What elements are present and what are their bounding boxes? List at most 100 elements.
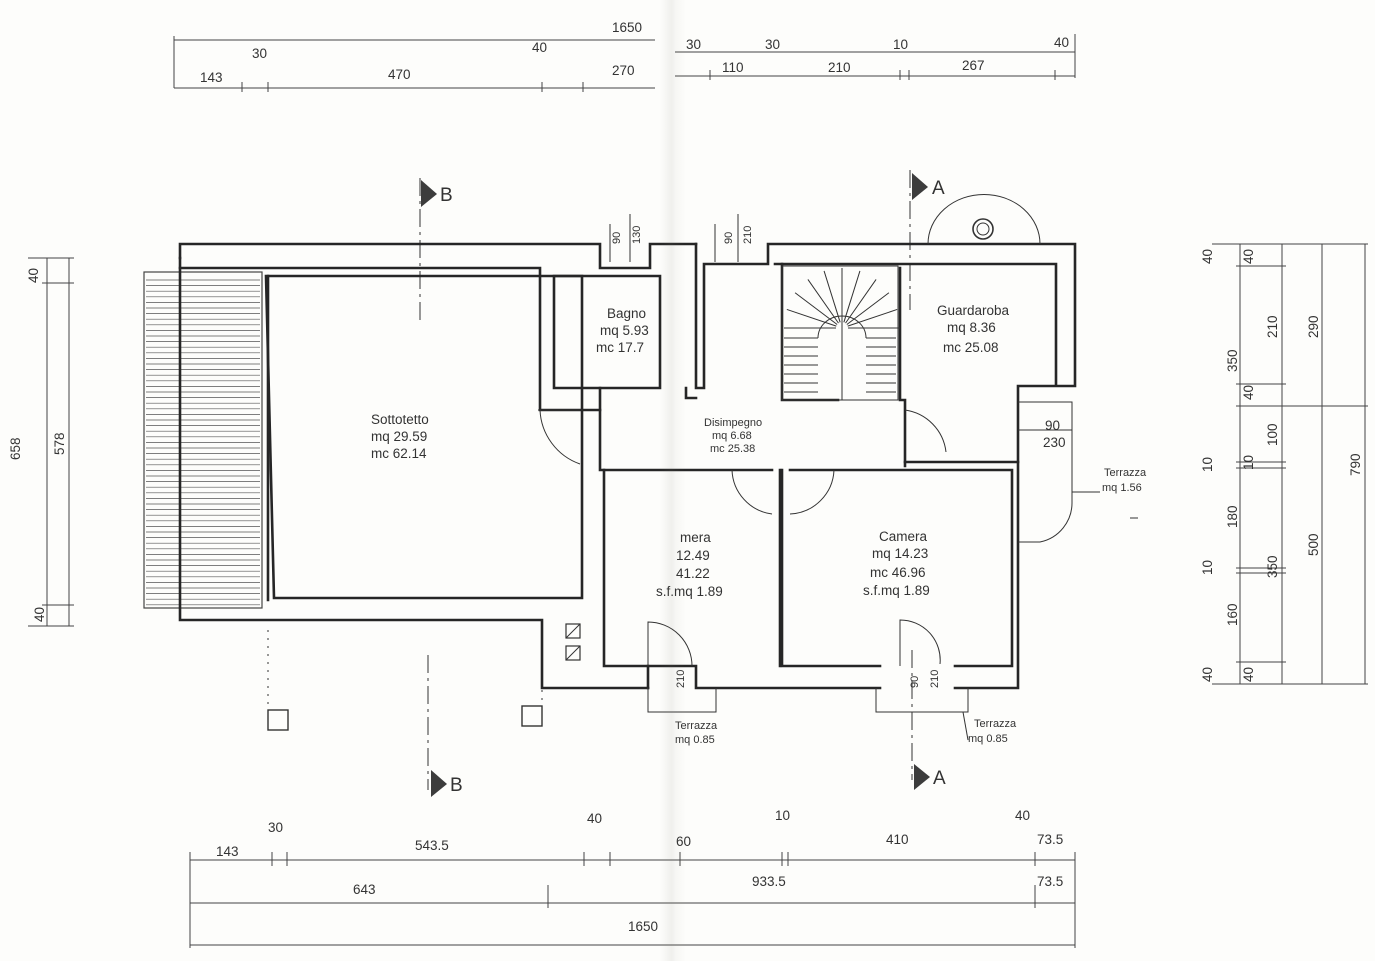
dim-top-470: 470 <box>388 67 411 82</box>
room-sottotetto-name: Sottotetto <box>371 412 429 427</box>
dim-top-r30b: 30 <box>765 37 780 52</box>
dim-bottom-543-5: 543.5 <box>415 838 449 853</box>
left-dimensions: 40 658 578 40 <box>8 257 74 627</box>
dim-right-outer-290: 290 <box>1306 315 1321 338</box>
room-camera-left-volume: 41.22 <box>676 566 710 581</box>
dim-right-inner-210: 210 <box>1265 315 1280 338</box>
opening-hall-90: 90 <box>723 232 735 244</box>
terrace-labels: Terrazza mq 1.56 Terrazza mq 0.85 Terraz… <box>675 467 1147 746</box>
room-camera-right-sf: s.f.mq 1.89 <box>863 583 930 598</box>
opening-labels: 90 130 90 210 90 230 210 90 210 <box>609 214 1066 688</box>
section-b-top: B <box>440 185 453 206</box>
dim-bottom-410: 410 <box>886 832 909 847</box>
room-camera-left-sf: s.f.mq 1.89 <box>656 584 723 599</box>
round-bay <box>927 194 1041 245</box>
room-guardaroba-volume: mc 25.08 <box>943 340 999 355</box>
room-sottotetto-volume: mc 62.14 <box>371 446 427 461</box>
room-bagno-name: Bagno <box>607 306 646 321</box>
dim-bottom-933-5: 933.5 <box>752 874 786 889</box>
dim-bottom-30: 30 <box>268 820 283 835</box>
top-dimensions: 1650 30 40 143 470 270 30 30 10 40 110 2… <box>173 20 1076 92</box>
room-camera-left-name: mera <box>680 530 711 545</box>
dim-top-40: 40 <box>532 40 547 55</box>
staircase <box>781 265 900 401</box>
terrace-east-name: Terrazza <box>1104 467 1147 479</box>
section-b-bottom: B <box>450 775 463 796</box>
room-disimpegno-name: Disimpegno <box>704 417 762 429</box>
dim-top-r30a: 30 <box>686 37 701 52</box>
terrace-east <box>1018 401 1138 543</box>
section-a-bottom: A <box>933 768 946 789</box>
dim-bottom-73-5b: 73.5 <box>1037 874 1063 889</box>
dim-right-outer-500: 500 <box>1306 533 1321 556</box>
terrace-south-right-name: Terrazza <box>974 718 1017 730</box>
dim-bottom-10: 10 <box>775 808 790 823</box>
dim-bottom-143: 143 <box>216 844 239 859</box>
room-disimpegno-volume: mc 25.38 <box>710 443 755 455</box>
section-markers: B B A A <box>419 170 946 797</box>
dim-right-mid-350b: 350 <box>1265 555 1280 578</box>
walls <box>178 242 1077 690</box>
dim-bottom-73-5a: 73.5 <box>1037 832 1063 847</box>
dim-bottom-40a: 40 <box>587 811 602 826</box>
room-camera-right-area: mq 14.23 <box>872 546 928 561</box>
dim-right-mid-350a: 350 <box>1225 349 1240 372</box>
dim-bottom-total: 1650 <box>628 919 658 934</box>
shafts <box>267 623 581 731</box>
dim-right-inner-10b: 10 <box>1200 560 1215 575</box>
room-guardaroba-area: mq 8.36 <box>947 320 996 335</box>
room-bagno-area: mq 5.93 <box>600 323 649 338</box>
dim-right-mid-10: 10 <box>1200 457 1215 472</box>
dim-right-mid-40a: 40 <box>1200 249 1215 264</box>
dim-right-inner-10a: 10 <box>1241 455 1256 470</box>
room-labels: Sottotetto mq 29.59 mc 62.14 Bagno mq 5.… <box>371 303 1010 599</box>
dim-bottom-40b: 40 <box>1015 808 1030 823</box>
dim-left-40-top: 40 <box>26 268 41 283</box>
dim-top-r10: 10 <box>893 37 908 52</box>
room-disimpegno-area: mq 6.68 <box>712 430 752 442</box>
dim-top-210: 210 <box>828 60 851 75</box>
dim-top-110: 110 <box>722 60 744 75</box>
bottom-dimensions: 30 40 10 40 143 543.5 60 410 73.5 643 93… <box>189 808 1076 948</box>
opening-bagno-130: 130 <box>631 226 643 244</box>
dim-left-658: 658 <box>8 437 23 460</box>
terraces-south <box>647 688 969 741</box>
opening-camera-right-90: 90 <box>909 676 921 688</box>
dim-top-r40: 40 <box>1054 35 1069 50</box>
room-guardaroba-name: Guardaroba <box>937 303 1010 318</box>
dim-bottom-643: 643 <box>353 882 376 897</box>
room-camera-right-volume: mc 46.96 <box>870 565 926 580</box>
opening-camera-right-210: 210 <box>929 670 941 688</box>
dim-right-inner-40b: 40 <box>1241 385 1256 400</box>
dim-bottom-60: 60 <box>676 834 691 849</box>
terrace-east-area: mq 1.56 <box>1102 482 1142 494</box>
opening-bagno-90: 90 <box>611 232 623 244</box>
dim-right-inner-100: 100 <box>1265 423 1280 446</box>
dim-right-outer-790: 790 <box>1348 453 1363 476</box>
dim-top-total: 1650 <box>612 20 642 35</box>
dim-top-30: 30 <box>252 46 267 61</box>
dim-top-143: 143 <box>200 70 223 85</box>
terrace-south-left-name: Terrazza <box>675 720 718 732</box>
right-dimensions: 40 210 40 100 10 180 10 160 40 40 350 10… <box>1200 243 1368 685</box>
room-camera-left-area: 12.49 <box>676 548 710 563</box>
dim-right-inner-40c: 40 <box>1241 667 1256 682</box>
dim-top-267: 267 <box>962 58 985 73</box>
roof-hatch <box>143 271 263 609</box>
dim-left-40-bottom: 40 <box>32 607 47 622</box>
opening-east-230: 230 <box>1043 435 1066 450</box>
room-bagno-volume: mc 17.7 <box>596 340 644 355</box>
dim-top-270: 270 <box>612 63 635 78</box>
dim-left-578: 578 <box>52 432 67 455</box>
room-sottotetto-area: mq 29.59 <box>371 429 427 444</box>
opening-camera-left-210: 210 <box>675 670 687 688</box>
dim-right-inner-40a: 40 <box>1241 249 1256 264</box>
terrace-south-left-area: mq 0.85 <box>675 734 715 746</box>
terrace-south-right-area: mq 0.85 <box>968 733 1008 745</box>
opening-east-90: 90 <box>1045 418 1060 433</box>
dim-right-mid-40b: 40 <box>1200 667 1215 682</box>
opening-hall-210: 210 <box>742 226 754 244</box>
room-camera-right-name: Camera <box>879 529 928 544</box>
